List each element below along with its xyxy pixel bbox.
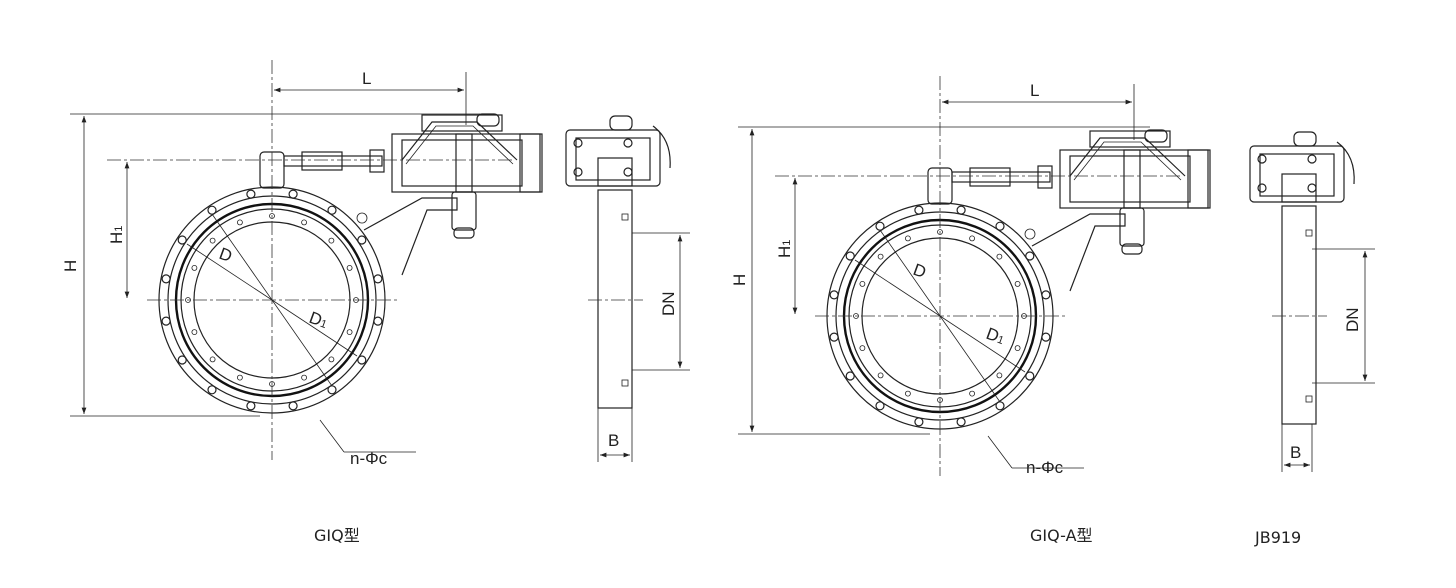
dim-H1-label: H1 xyxy=(775,240,794,258)
dim-B-label: B xyxy=(1290,443,1301,462)
dim-D-label: D xyxy=(911,260,929,282)
dim-H1-label: H1 xyxy=(107,226,126,244)
bolt-holes-label: n-Φc xyxy=(1026,458,1064,477)
dim-DN-label: DN xyxy=(659,291,678,316)
dim-L-label: L xyxy=(362,69,371,88)
drawing-giq: L H H1 D D1 n-Φc DN B GIQ型 xyxy=(61,58,690,545)
dim-B-label: B xyxy=(608,431,619,450)
dim-H-label: H xyxy=(61,260,80,272)
drawing-giq-a: L H H1 D D1 n-Φc DN B GIQ-A型 xyxy=(730,74,1375,545)
valve-side-view xyxy=(1249,131,1355,425)
dim-D1-label: D1 xyxy=(307,308,331,332)
caption-jb919: JB919 xyxy=(1254,528,1301,547)
valve-front-view xyxy=(105,58,544,462)
bolt-holes-label: n-Φc xyxy=(350,449,388,468)
dim-DN-label: DN xyxy=(1343,307,1362,332)
dim-L-label: L xyxy=(1030,81,1039,100)
dim-H-label: H xyxy=(730,274,749,286)
valve-front-view xyxy=(773,74,1212,478)
caption-giq: GIQ型 xyxy=(314,526,360,545)
dim-D1-label: D1 xyxy=(984,324,1008,348)
dim-D-label: D xyxy=(217,244,235,266)
valve-side-view xyxy=(565,115,671,409)
caption-giq-a: GIQ-A型 xyxy=(1030,526,1093,545)
